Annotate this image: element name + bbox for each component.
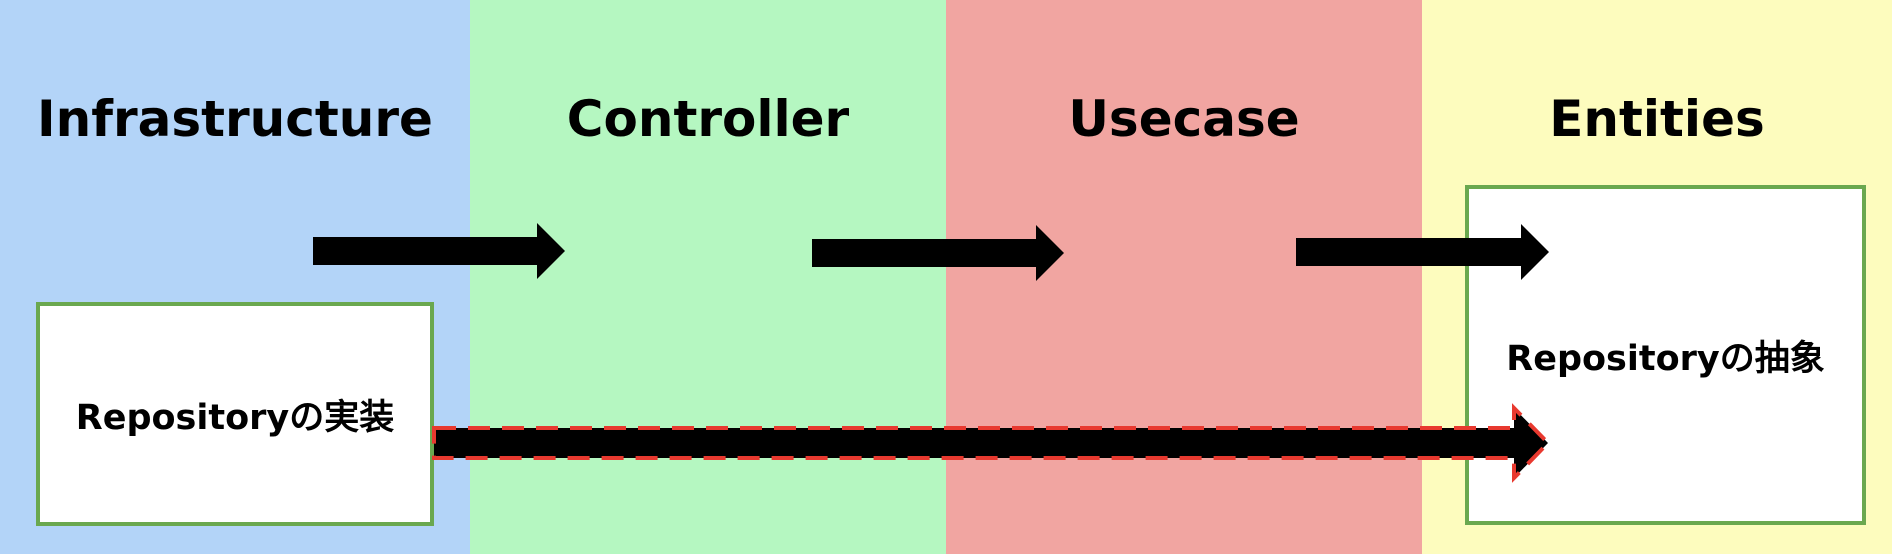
implements-arrow-impl-to-abstraction	[432, 403, 1551, 483]
dependency-arrow-usecase-to-entities	[1296, 224, 1549, 280]
dependency-arrow-infra-to-controller	[313, 223, 565, 279]
repository-implementation-box: Repositoryの実装	[36, 302, 434, 526]
infrastructure-title: Infrastructure	[37, 90, 433, 148]
controller-column: Controller	[470, 0, 946, 554]
usecase-column: Usecase	[946, 0, 1422, 554]
entities-title: Entities	[1549, 90, 1765, 148]
dependency-arrow-controller-to-usecase	[812, 225, 1064, 281]
repository-abstraction-label: Repositoryの抽象	[1506, 338, 1825, 379]
controller-title: Controller	[566, 90, 850, 148]
repository-implementation-label: Repositoryの実装	[75, 397, 395, 438]
usecase-title: Usecase	[1068, 90, 1300, 148]
